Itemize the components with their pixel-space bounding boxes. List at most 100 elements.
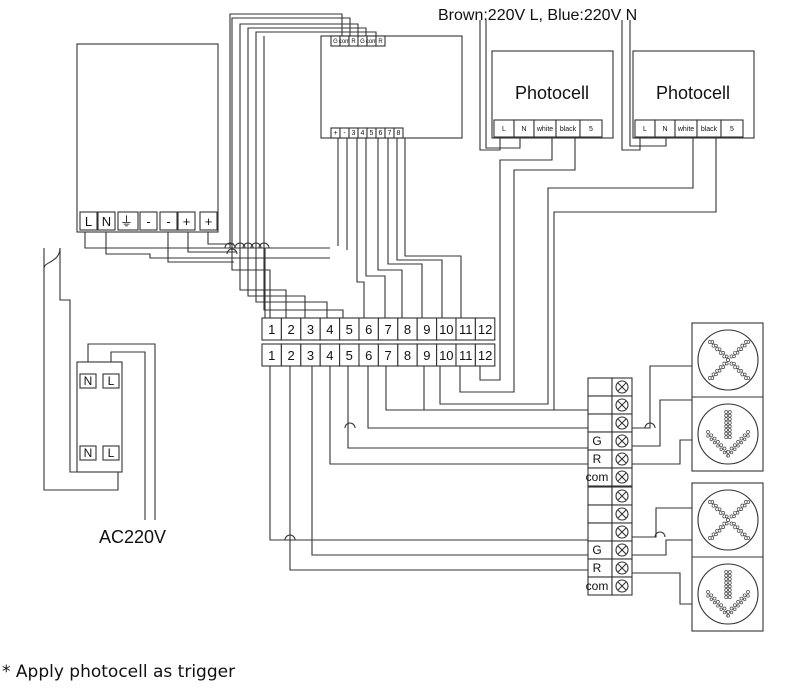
lamp-dot bbox=[727, 595, 732, 600]
lamp-dot bbox=[726, 449, 731, 454]
lamp-dot bbox=[735, 525, 740, 529]
wire bbox=[632, 439, 692, 465]
lamp-dot bbox=[732, 361, 736, 366]
screw-slot bbox=[617, 563, 627, 573]
signal-terminal-label: G bbox=[592, 543, 601, 557]
lamp-dot bbox=[714, 343, 718, 348]
screw-slot bbox=[617, 418, 627, 428]
lamp-dot bbox=[743, 532, 747, 537]
terminal-number: 7 bbox=[384, 322, 391, 337]
wire bbox=[263, 36, 344, 318]
lamp-dot bbox=[724, 420, 729, 425]
lamp-dot bbox=[710, 536, 715, 540]
screw-slot bbox=[617, 509, 627, 519]
photocell-terminal-label: N bbox=[521, 126, 526, 133]
photocell-terminal-label: 5 bbox=[589, 126, 593, 133]
lamp-dot bbox=[724, 588, 729, 592]
terminal-number: 12 bbox=[478, 348, 492, 363]
controller-top-terminal-label: R bbox=[378, 39, 383, 45]
lamp-dot bbox=[709, 597, 713, 601]
wire-hop bbox=[226, 248, 238, 255]
controller-bottom-terminal-label: - bbox=[343, 130, 346, 137]
wire bbox=[439, 137, 694, 405]
photocell-terminal-label: N bbox=[662, 126, 667, 133]
signal-label-cell bbox=[587, 486, 613, 506]
lamp-dot bbox=[736, 604, 740, 608]
lamp-dot bbox=[727, 428, 732, 432]
power-terminal-label: + bbox=[205, 214, 213, 229]
lamp-dot bbox=[716, 440, 720, 444]
lamp-dot bbox=[727, 588, 732, 592]
lamp-dot bbox=[724, 595, 729, 600]
footnote: * Apply photocell as trigger bbox=[2, 662, 235, 682]
wire bbox=[167, 230, 234, 263]
lamp-dot bbox=[727, 584, 732, 589]
power-terminal-label: ⏚ bbox=[120, 214, 133, 229]
lamp-dot bbox=[722, 446, 727, 451]
lamp-dot bbox=[724, 417, 729, 422]
lamp-dot bbox=[742, 433, 747, 438]
lamp-dot bbox=[706, 434, 710, 438]
controller-bottom-terminal-label: 3 bbox=[352, 130, 356, 137]
lamp-dot bbox=[739, 600, 744, 605]
lamp-dot bbox=[724, 580, 729, 585]
power-terminal-label: - bbox=[146, 214, 150, 229]
breaker-top-l: L bbox=[108, 374, 115, 388]
lamp-dot bbox=[724, 413, 729, 418]
lamp-dot bbox=[743, 437, 747, 441]
lamp-dot bbox=[717, 529, 722, 533]
lamp-dot bbox=[710, 500, 715, 504]
lamp-dot bbox=[719, 447, 723, 451]
power-terminal-label: N bbox=[102, 214, 111, 229]
wire bbox=[365, 138, 386, 318]
lamp-dot bbox=[712, 436, 717, 441]
lamp-dot bbox=[729, 450, 734, 455]
wire bbox=[632, 507, 692, 538]
photocell-terminal-label: white bbox=[677, 126, 694, 133]
lamp-dot bbox=[724, 577, 729, 582]
screw-slot bbox=[617, 472, 627, 482]
controller-bottom-terminal-cell bbox=[393, 127, 404, 139]
terminal-number: 5 bbox=[346, 348, 353, 363]
lamp-dot bbox=[735, 365, 740, 369]
lamp-dot bbox=[724, 431, 729, 436]
lamps bbox=[691, 322, 764, 632]
breaker-top-n: N bbox=[84, 374, 93, 388]
lamp-dot bbox=[719, 607, 723, 611]
lamp-dot bbox=[721, 511, 725, 515]
lamp-dot bbox=[746, 340, 751, 344]
lamp-dot bbox=[714, 503, 718, 508]
lamp-dot bbox=[721, 365, 725, 369]
photocell-terminal bbox=[579, 119, 603, 138]
lamp-dot bbox=[714, 372, 718, 377]
lamp-dot bbox=[716, 600, 720, 604]
terminal-cell bbox=[474, 317, 496, 341]
wire bbox=[459, 137, 576, 393]
controller-top-terminal-label: com bbox=[339, 39, 350, 45]
power-terminal bbox=[177, 211, 196, 231]
lamp-dot bbox=[735, 351, 740, 355]
wire bbox=[377, 138, 403, 318]
controller-bottom-terminal-label: 5 bbox=[370, 130, 374, 137]
wire bbox=[632, 365, 692, 429]
terminal-number: 12 bbox=[478, 322, 492, 337]
lamp-dot bbox=[727, 573, 732, 578]
cross-lamp-icon bbox=[708, 500, 751, 540]
wire bbox=[43, 248, 119, 491]
signal-label-cell bbox=[587, 413, 613, 433]
lamp-dot bbox=[732, 603, 737, 608]
lamp-dot bbox=[724, 573, 729, 578]
lamp-dot bbox=[746, 376, 751, 380]
lamp-dot bbox=[724, 591, 729, 596]
signal-label-cell bbox=[587, 522, 613, 542]
screw-slot bbox=[617, 527, 627, 537]
lamp-dot bbox=[727, 570, 732, 574]
lamp-dot bbox=[724, 428, 729, 432]
lamp-dot bbox=[746, 434, 750, 438]
wire bbox=[385, 366, 588, 411]
lamp-dot bbox=[732, 354, 736, 359]
power-terminal-label: + bbox=[183, 214, 191, 229]
controller-top-terminal-label: G bbox=[360, 39, 365, 45]
lamp-dot bbox=[746, 500, 751, 504]
